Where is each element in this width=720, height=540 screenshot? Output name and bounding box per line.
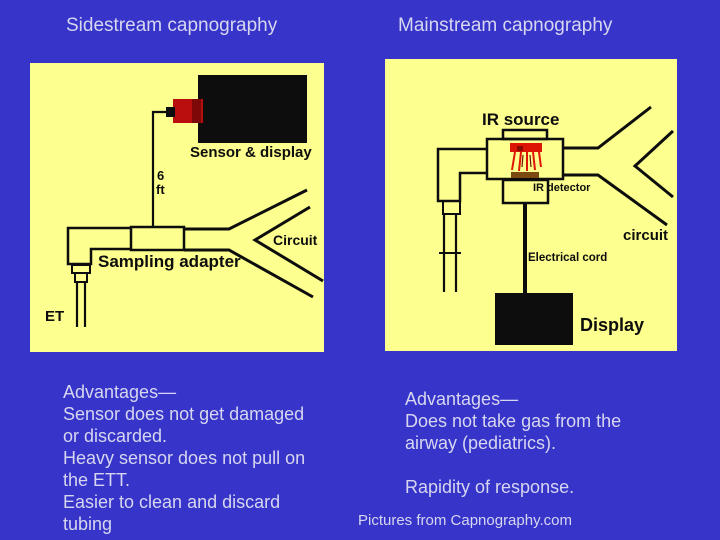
ir-detector-bar [511,172,539,178]
circuit-upper-tube [184,188,308,231]
advantages-line: Advantages— [405,389,519,409]
ett-tube [75,282,87,327]
sampling-adapter-box [129,225,186,252]
six-ft-label-bottom: ft [156,182,165,197]
advantages-line: Heavy sensor does not pull on [63,448,306,468]
mainstream-advantages: Advantages— Does not take gas from the a… [405,388,690,498]
ir-source-label: IR source [482,110,559,129]
ir-rays [511,151,542,172]
mainstream-diagram-panel: IR source IR detector Electrical cord Di… [385,59,677,351]
ir-source-bar [510,143,542,152]
sensor-display-label: Sensor & display [190,144,312,161]
ett-connector-lower [74,272,88,283]
circuit-lower-tube [184,248,314,299]
advantages-line: Advantages— [63,382,177,402]
sidestream-diagram-panel: Sensor & display 6 ft Sampling adapter E… [30,63,324,352]
electrical-cord-label: Electrical cord [528,252,607,264]
circuit-lower-tube [563,173,668,227]
ir-source-bar-shade [517,146,523,151]
advantages-line: Easier to clean and discard [63,492,281,512]
sensor-connector-shadow [192,99,201,123]
advantages-line: tubing [63,514,113,534]
circuit-inner-wye [252,205,324,283]
display-box [495,293,573,345]
advantages-line: Does not take gas from the [405,411,622,431]
advantages-line: Sensor does not get damaged [63,404,305,424]
sidestream-diagram: Sensor & display 6 ft Sampling adapter E… [45,75,324,327]
circuit-label: circuit [623,227,668,244]
circuit-upper-tube [563,105,652,150]
display-label: Display [580,315,644,335]
advantages-line [405,454,690,476]
advantages-line: the ETT. [63,470,131,490]
et-label: ET [45,308,64,325]
circuit-label: Circuit [273,232,318,248]
ett-connector-upper [71,264,91,274]
elbow-connector [436,147,487,203]
advantages-line: or discarded. [63,426,168,446]
title-sidestream: Sidestream capnography [66,15,278,36]
ir-rays-dark [521,154,532,168]
sampling-adapter-label: Sampling adapter [98,252,241,271]
ett-connector [442,200,461,215]
source-caption: Pictures from Capnography.com [358,512,572,529]
advantages-line: airway (pediatrics). [405,433,557,453]
six-ft-label-top: 6 [157,168,164,183]
advantages-line: Rapidity of response. [405,477,575,497]
circuit-inner-wye [632,129,675,199]
adapter-top-box [501,128,549,141]
sampling-tube-line [151,110,168,227]
ir-detector-label: IR detector [533,182,591,194]
title-mainstream: Mainstream capnography [398,15,613,36]
sensor-connector-nub [166,107,175,117]
sidestream-advantages: Advantages— Sensor does not get damaged … [63,381,368,535]
mainstream-diagram: IR source IR detector Electrical cord Di… [436,105,675,345]
sensor-display-box [198,75,307,143]
